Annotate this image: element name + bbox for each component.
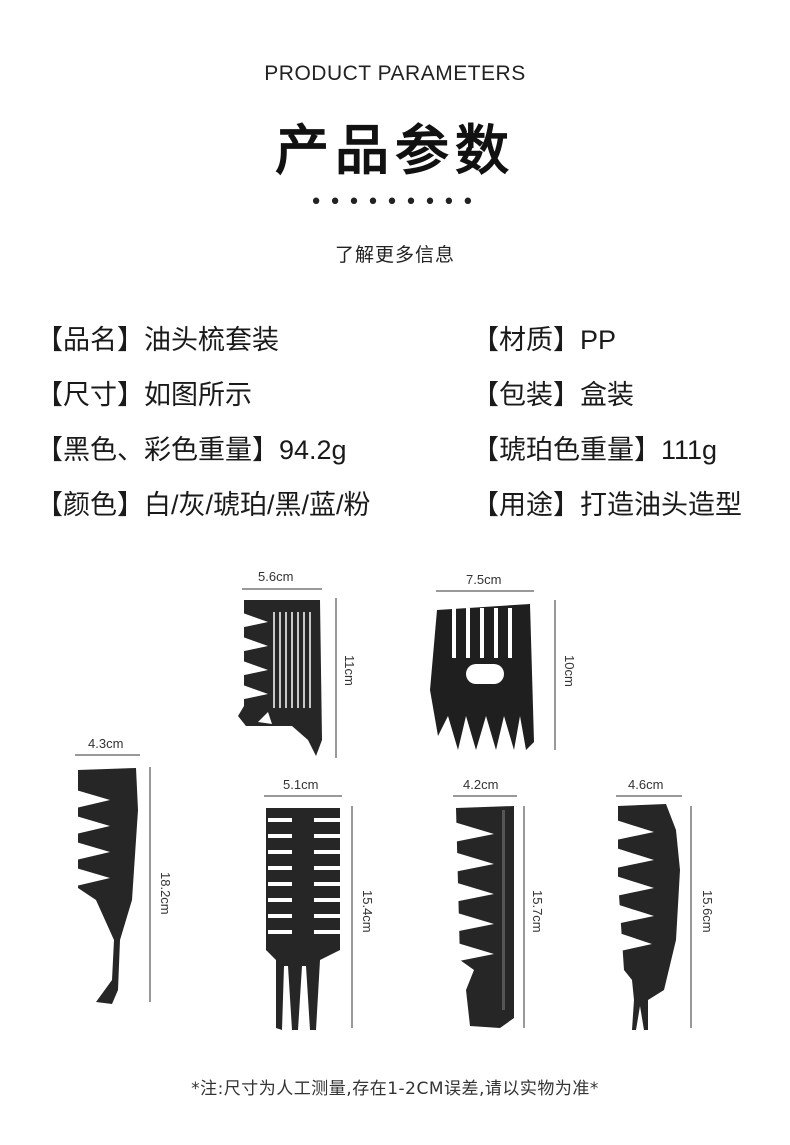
param-label: 【尺寸】 — [36, 380, 144, 411]
param-weight-black: 【黑色、彩色重量】94.2g — [36, 428, 347, 467]
param-label: 【黑色、彩色重量】 — [36, 435, 279, 466]
subtitle: 了解更多信息 — [334, 244, 455, 266]
param-value: 白/灰/琥珀/黑/蓝/粉 — [144, 490, 371, 520]
param-label: 【颜色】 — [36, 490, 144, 521]
param-weight-amber: 【琥珀色重量】111g — [472, 428, 717, 467]
comb-6-width-label: 4.6cm — [628, 777, 664, 792]
comb-5-height-label: 15.7cm — [530, 890, 545, 933]
comb-4-width-label: 5.1cm — [283, 777, 319, 792]
comb-1-icon — [238, 600, 322, 756]
param-label: 【材质】 — [472, 325, 580, 356]
param-label: 【包装】 — [472, 380, 580, 411]
comb-4-icon — [266, 808, 340, 1030]
param-label: 【品名】 — [36, 325, 144, 356]
comb-2-icon — [430, 604, 534, 750]
comb-1-height-label: 11cm — [342, 655, 357, 686]
param-label: 【用途】 — [472, 490, 580, 521]
dot-divider: ••••••••• — [309, 190, 481, 215]
param-colors: 【颜色】白/灰/琥珀/黑/蓝/粉 — [36, 483, 371, 522]
param-package: 【包装】盒装 — [472, 373, 634, 412]
footer-note: *注:尺寸为人工测量,存在1-2CM误差,请以实物为准* — [191, 1079, 599, 1099]
param-value: 如图所示 — [144, 380, 252, 410]
comb-2-height-label: 10cm — [562, 655, 577, 687]
comb-5-width-label: 4.2cm — [463, 777, 499, 792]
param-value: 油头梳套装 — [144, 325, 279, 355]
param-usage: 【用途】打造油头造型 — [472, 483, 742, 522]
comb-6-icon — [616, 804, 680, 1030]
param-value: PP — [580, 325, 617, 355]
param-value: 打造油头造型 — [580, 490, 742, 520]
param-material: 【材质】PP — [472, 318, 616, 357]
param-value: 94.2g — [279, 435, 347, 465]
comb-3-width-label: 4.3cm — [88, 736, 124, 751]
param-value: 111g — [661, 435, 718, 465]
comb-3-icon — [76, 768, 138, 1004]
comb-3-height-label: 18.2cm — [158, 872, 173, 915]
page-title: 产品参数 — [275, 119, 515, 182]
comb-5-icon — [454, 806, 514, 1028]
comb-1-width-label: 5.6cm — [258, 569, 294, 584]
comb-6-height-label: 15.6cm — [700, 890, 715, 933]
param-label: 【琥珀色重量】 — [472, 435, 661, 466]
eng-title: PRODUCT PARAMETERS — [264, 62, 526, 85]
param-value: 盒装 — [580, 380, 634, 410]
comb-4-height-label: 15.4cm — [360, 890, 375, 933]
param-name: 【品名】油头梳套装 — [36, 318, 279, 357]
param-size: 【尺寸】如图所示 — [36, 373, 252, 412]
comb-2-width-label: 7.5cm — [466, 572, 502, 587]
